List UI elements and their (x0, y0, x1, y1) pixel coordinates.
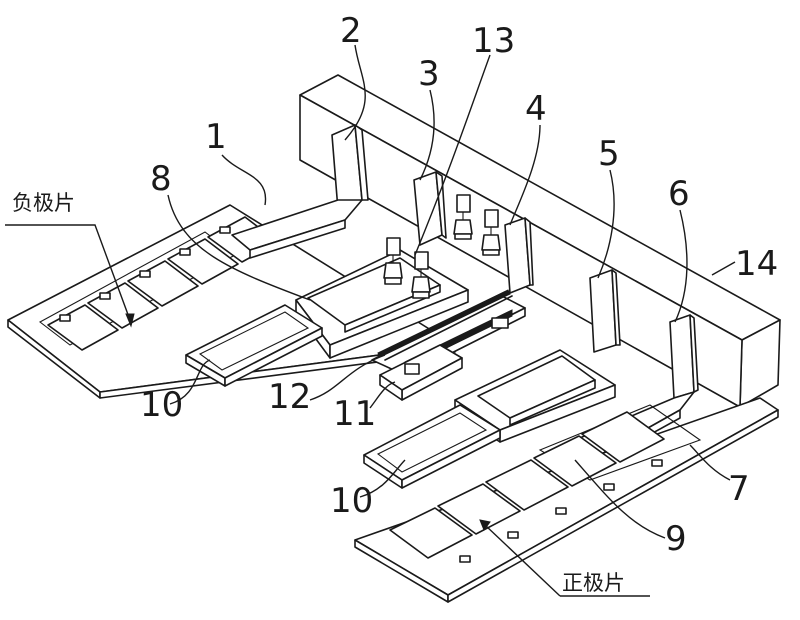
suction-cup-2 (411, 251, 431, 299)
picker-arm-4 (504, 217, 534, 294)
reference-labels: 1 2 3 13 4 5 6 8 14 10 12 11 10 7 9 负极片 … (12, 11, 778, 595)
suction-cup-3 (453, 194, 473, 240)
stacking-platform-8 (295, 249, 469, 359)
label-4: 4 (525, 89, 547, 129)
label-2: 2 (340, 11, 362, 51)
suction-cup-4 (481, 209, 501, 256)
picker-arm-5 (589, 269, 621, 353)
positive-plate-label: 正极片 (562, 571, 625, 595)
slider-block-11 (379, 344, 463, 401)
label-10-right: 10 (330, 481, 373, 521)
label-7: 7 (728, 469, 750, 509)
tray-10-right (363, 404, 501, 489)
label-8: 8 (150, 159, 172, 199)
label-10-left: 10 (140, 385, 183, 425)
label-5: 5 (598, 134, 620, 174)
negative-plate-label: 负极片 (12, 191, 75, 215)
picker-arm-3 (413, 171, 447, 246)
label-14: 14 (735, 244, 778, 284)
label-11: 11 (333, 394, 376, 434)
tray-10-left (185, 304, 323, 387)
label-12: 12 (268, 377, 311, 417)
label-6: 6 (668, 174, 690, 214)
suction-cup-1 (383, 237, 403, 285)
label-1: 1 (205, 117, 227, 157)
picker-arm-2 (231, 124, 369, 259)
label-3: 3 (418, 54, 440, 94)
leader-lines (5, 44, 736, 597)
right-conveyor-7 (354, 397, 779, 603)
label-9: 9 (665, 519, 687, 559)
label-13: 13 (472, 21, 515, 61)
